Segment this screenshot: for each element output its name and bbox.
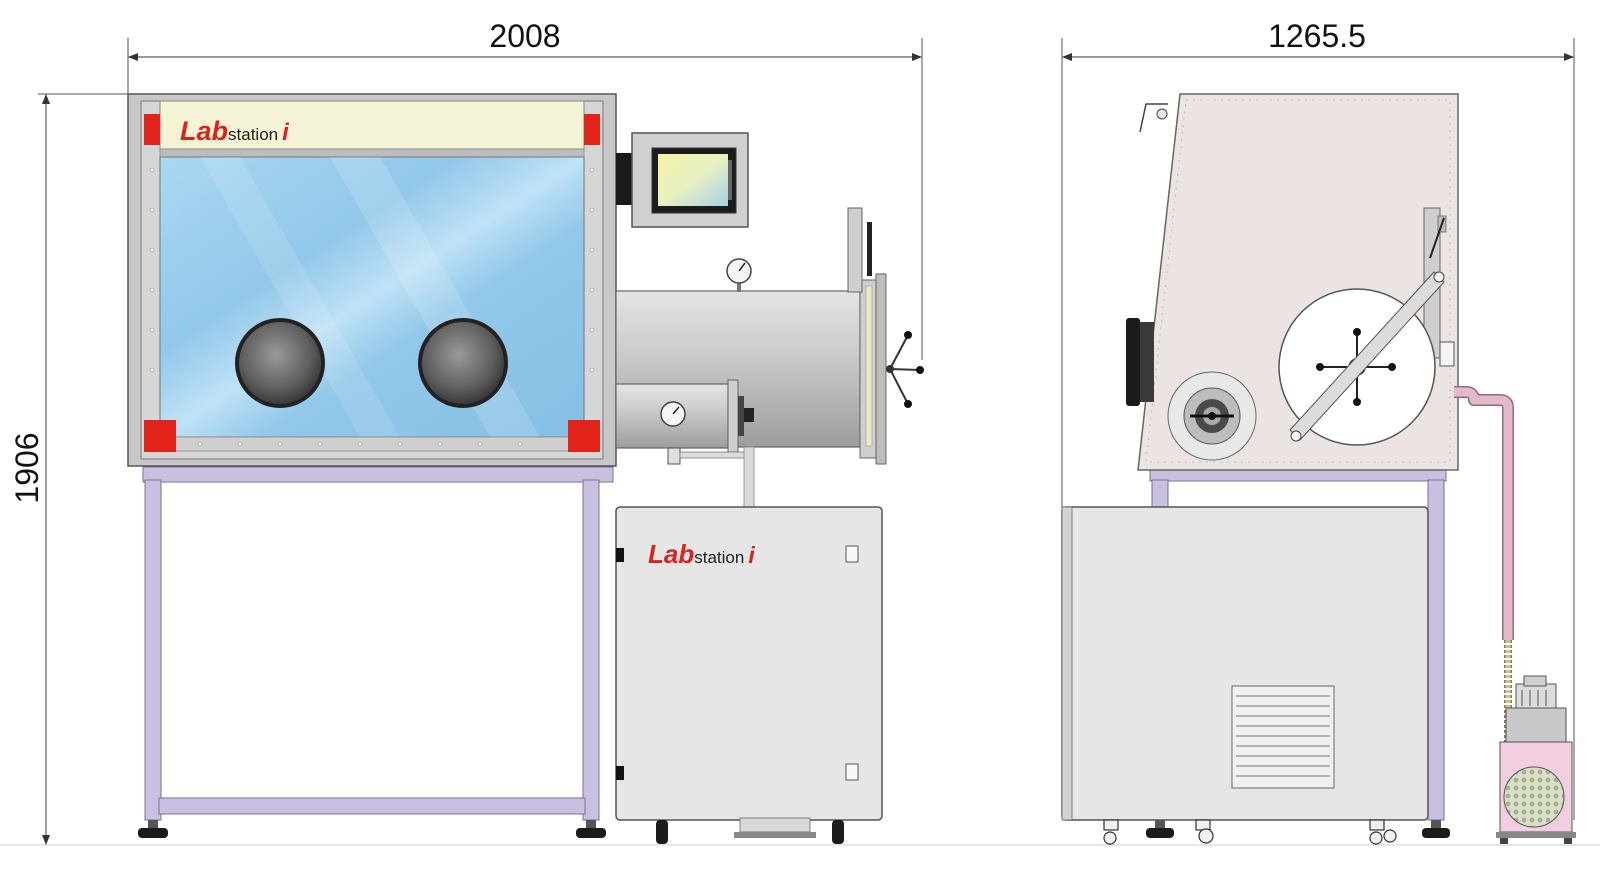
dimension-label-width: 2008 <box>489 18 560 54</box>
glove-port-icon[interactable] <box>1126 318 1154 406</box>
side-glovebox-panel <box>1126 93 1459 471</box>
large-antechamber-door <box>1278 207 1455 446</box>
glass-window <box>159 156 585 438</box>
dimension-label-depth: 1265.5 <box>1268 18 1366 54</box>
cabinet-logo-suffix: i <box>748 542 755 568</box>
dimension-front-width: 2008 <box>127 18 923 360</box>
cabinet-logo-main: Lab <box>648 539 694 569</box>
dimension-label-height: 1906 <box>9 432 45 503</box>
small-antechamber <box>615 379 754 465</box>
front-stand <box>138 466 614 838</box>
logo-sub: station <box>228 125 278 144</box>
corner-clamp <box>568 420 600 452</box>
small-antechamber-end <box>1167 371 1257 461</box>
logo-suffix: i <box>282 119 290 146</box>
corner-clamp <box>584 114 600 145</box>
vacuum-pump-icon[interactable] <box>1496 675 1576 844</box>
corner-clamp <box>144 420 176 452</box>
handwheel-icon[interactable] <box>886 331 924 408</box>
cabinet-logo-sub: station <box>694 548 744 567</box>
vacuum-hose <box>1454 386 1514 742</box>
corner-clamp <box>144 114 160 145</box>
glove-port-icon[interactable] <box>418 318 508 408</box>
pressure-gauge-icon <box>726 258 752 292</box>
side-view <box>1061 93 1576 845</box>
pressure-gauge-icon <box>660 401 686 427</box>
logo-main: Lab <box>180 116 228 146</box>
dimension-side-depth: 1265.5 <box>1061 18 1575 820</box>
purifier-pipe <box>743 446 755 508</box>
side-cabinet <box>1061 506 1429 845</box>
dimension-height: 1906 <box>9 93 150 846</box>
touch-screen-icon[interactable] <box>616 132 749 228</box>
glove-port-icon[interactable] <box>235 318 325 408</box>
ventilation-grille <box>1231 685 1335 789</box>
